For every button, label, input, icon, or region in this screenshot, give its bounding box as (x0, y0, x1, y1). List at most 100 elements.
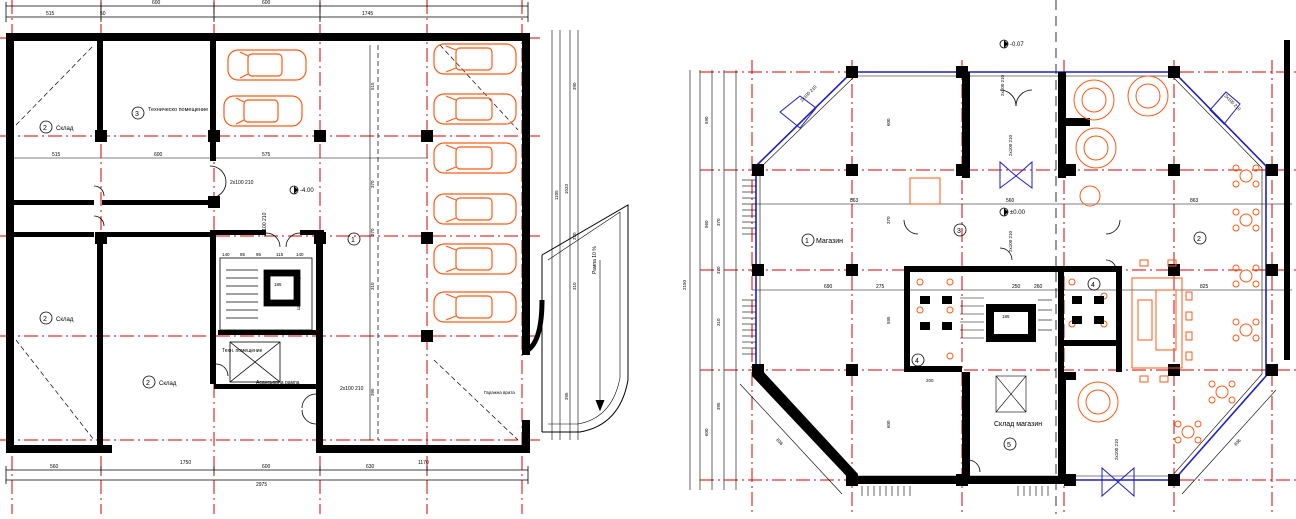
entrance-doors (779, 91, 1241, 498)
svg-text:Склад: Склад (159, 381, 177, 387)
small-room-ramp: Асансьорна рампа (256, 380, 300, 386)
dim-left-v5: 310 (716, 318, 721, 326)
columns-left (95, 130, 433, 342)
dim-bottom-3: 600 (262, 464, 271, 470)
dim-row-2c: 250 (1012, 284, 1021, 290)
room-2-storage-left: 2 Склад (39, 311, 74, 325)
door-tag-3: 2x100 210 (340, 386, 364, 392)
svg-text:3: 3 (135, 111, 139, 118)
svg-text:2: 2 (1197, 236, 1201, 243)
dim-row-2e: 825 (1200, 284, 1209, 290)
svg-text:3: 3 (957, 228, 961, 235)
dim-mid-1: 515 (52, 152, 61, 158)
dim-top-3: 600 (152, 0, 161, 6)
stair-inner-dim: 185 (274, 282, 282, 287)
dim-row-2b: 275 (876, 284, 885, 290)
ramp (526, 204, 629, 433)
door-tag-r6: 2x100 210 (1223, 93, 1242, 112)
dim-row-2d: 260 (1034, 284, 1043, 290)
small-room-tech: Техн. помещение (222, 348, 263, 354)
level-marker-right-mid: ±0.00 (999, 207, 1026, 217)
stair-label: Шахта асансьор (296, 276, 301, 310)
dim-inner-v2: 370 (886, 216, 891, 224)
dim-row-1b: 560 (1006, 198, 1015, 204)
dim-far-right-5: 310 (572, 282, 577, 290)
dim-bottom-1: 560 (50, 464, 59, 470)
dim-inner-v3: 595 (886, 316, 891, 324)
dim-left-v6: 395 (716, 402, 721, 410)
dim-right-3: 370 (370, 228, 375, 236)
svg-text:-0.07: -0.07 (1010, 42, 1024, 48)
room-5-shop-storage: Склад магазин 5 (994, 421, 1042, 451)
stairwell-left (219, 257, 313, 383)
svg-text:Магазин: Магазин (816, 238, 843, 245)
dim-top-1: 515 (46, 11, 55, 17)
svg-text:±0.00: ±0.00 (1010, 210, 1026, 216)
dim-inner-v4: 600 (886, 420, 891, 428)
door-tag-r5: 2x100 210 (799, 84, 818, 103)
door-tag-2: 2x100 210 (262, 212, 268, 236)
basement-plan: 515 50 600 600 1745 560 1750 600 630 117… (0, 0, 629, 514)
dim-total: 2975 (256, 482, 267, 488)
room-3-lobby: 3 (953, 223, 967, 237)
small-dim-1: 185 (1002, 314, 1010, 319)
stair-dim-5: 140 (296, 252, 304, 257)
room-3-technical: 3 Техническо помещение (131, 106, 208, 120)
room-2-cafe: 2 (1193, 231, 1207, 245)
room-2-storage-top: 2 Склад (39, 120, 74, 134)
svg-text:2: 2 (43, 316, 47, 323)
stair-dim-3: 95 (256, 252, 262, 257)
door-tag-r4: 2x100 210 (1114, 438, 1119, 460)
dim-left-v7: 600 (704, 428, 709, 436)
svg-text:4: 4 (915, 358, 919, 365)
ground-floor-plan: 2150 590 560 370 370 310 395 600 863 560… (682, 0, 1296, 514)
dim-left-v1: 590 (704, 116, 709, 124)
dim-mid-2: 600 (154, 152, 163, 158)
diag-dim-right: 836 (1233, 437, 1242, 446)
room-1-shop: 1 Магазин (801, 233, 843, 247)
level-marker-right-top: -0.07 (999, 39, 1024, 49)
dim-row-1a: 863 (850, 198, 859, 204)
glazed-facade (755, 71, 1267, 481)
door-tag-r2: 2x100 210 (1008, 134, 1013, 156)
dim-right-4: 310 (370, 282, 375, 290)
axis-grid-left (0, 0, 540, 514)
dim-far-right-3: 1033 (564, 183, 569, 194)
dim-left-v3: 370 (716, 218, 721, 226)
dim-right-2: 370 (370, 180, 375, 188)
level-marker-left: -4.00 (289, 185, 314, 195)
dimension-chain-bottom-left (5, 466, 529, 484)
door-tag-1: 2x100 210 (230, 180, 254, 186)
door-tag-r1: 2x100 210 (1000, 74, 1005, 96)
svg-text:Склад: Склад (56, 317, 74, 323)
stair-dim-2: 85 (240, 252, 246, 257)
door-tag-r3: 2x100 210 (1008, 230, 1013, 252)
parking-cars (223, 43, 517, 323)
dimension-chain-top-left (5, 2, 529, 22)
room-4-wc-right: 4 (1087, 277, 1101, 291)
dim-mid-3: 575 (262, 152, 271, 158)
diag-dim-left: 836 (775, 437, 784, 446)
dim-bottom-5: 1170 (418, 460, 429, 466)
dim-top-5: 1745 (362, 11, 373, 17)
dim-bottom-4: 630 (366, 464, 375, 470)
dim-far-right-6: 395 (564, 392, 569, 400)
svg-text:2: 2 (146, 380, 150, 387)
columns-right (752, 66, 1278, 486)
dim-right-1: 515 (370, 82, 375, 90)
walls-right (752, 40, 1290, 484)
svg-text:Склад: Склад (56, 126, 74, 132)
svg-text:-4.00: -4.00 (300, 188, 314, 194)
room-4-wc-left: 4 (911, 353, 925, 367)
dim-left-v4: 370 (716, 266, 721, 274)
dim-far-right-2: 1105 (554, 190, 559, 200)
doors-left (93, 165, 317, 425)
cafe-furniture (909, 75, 1260, 444)
ramp-label: Рампа 10 % (592, 246, 598, 274)
stair-dim-4: 115 (276, 252, 284, 257)
svg-text:Склад магазин: Склад магазин (994, 421, 1042, 428)
stair-dim-1: 140 (222, 252, 230, 257)
dim-bottom-2: 1750 (180, 460, 191, 466)
